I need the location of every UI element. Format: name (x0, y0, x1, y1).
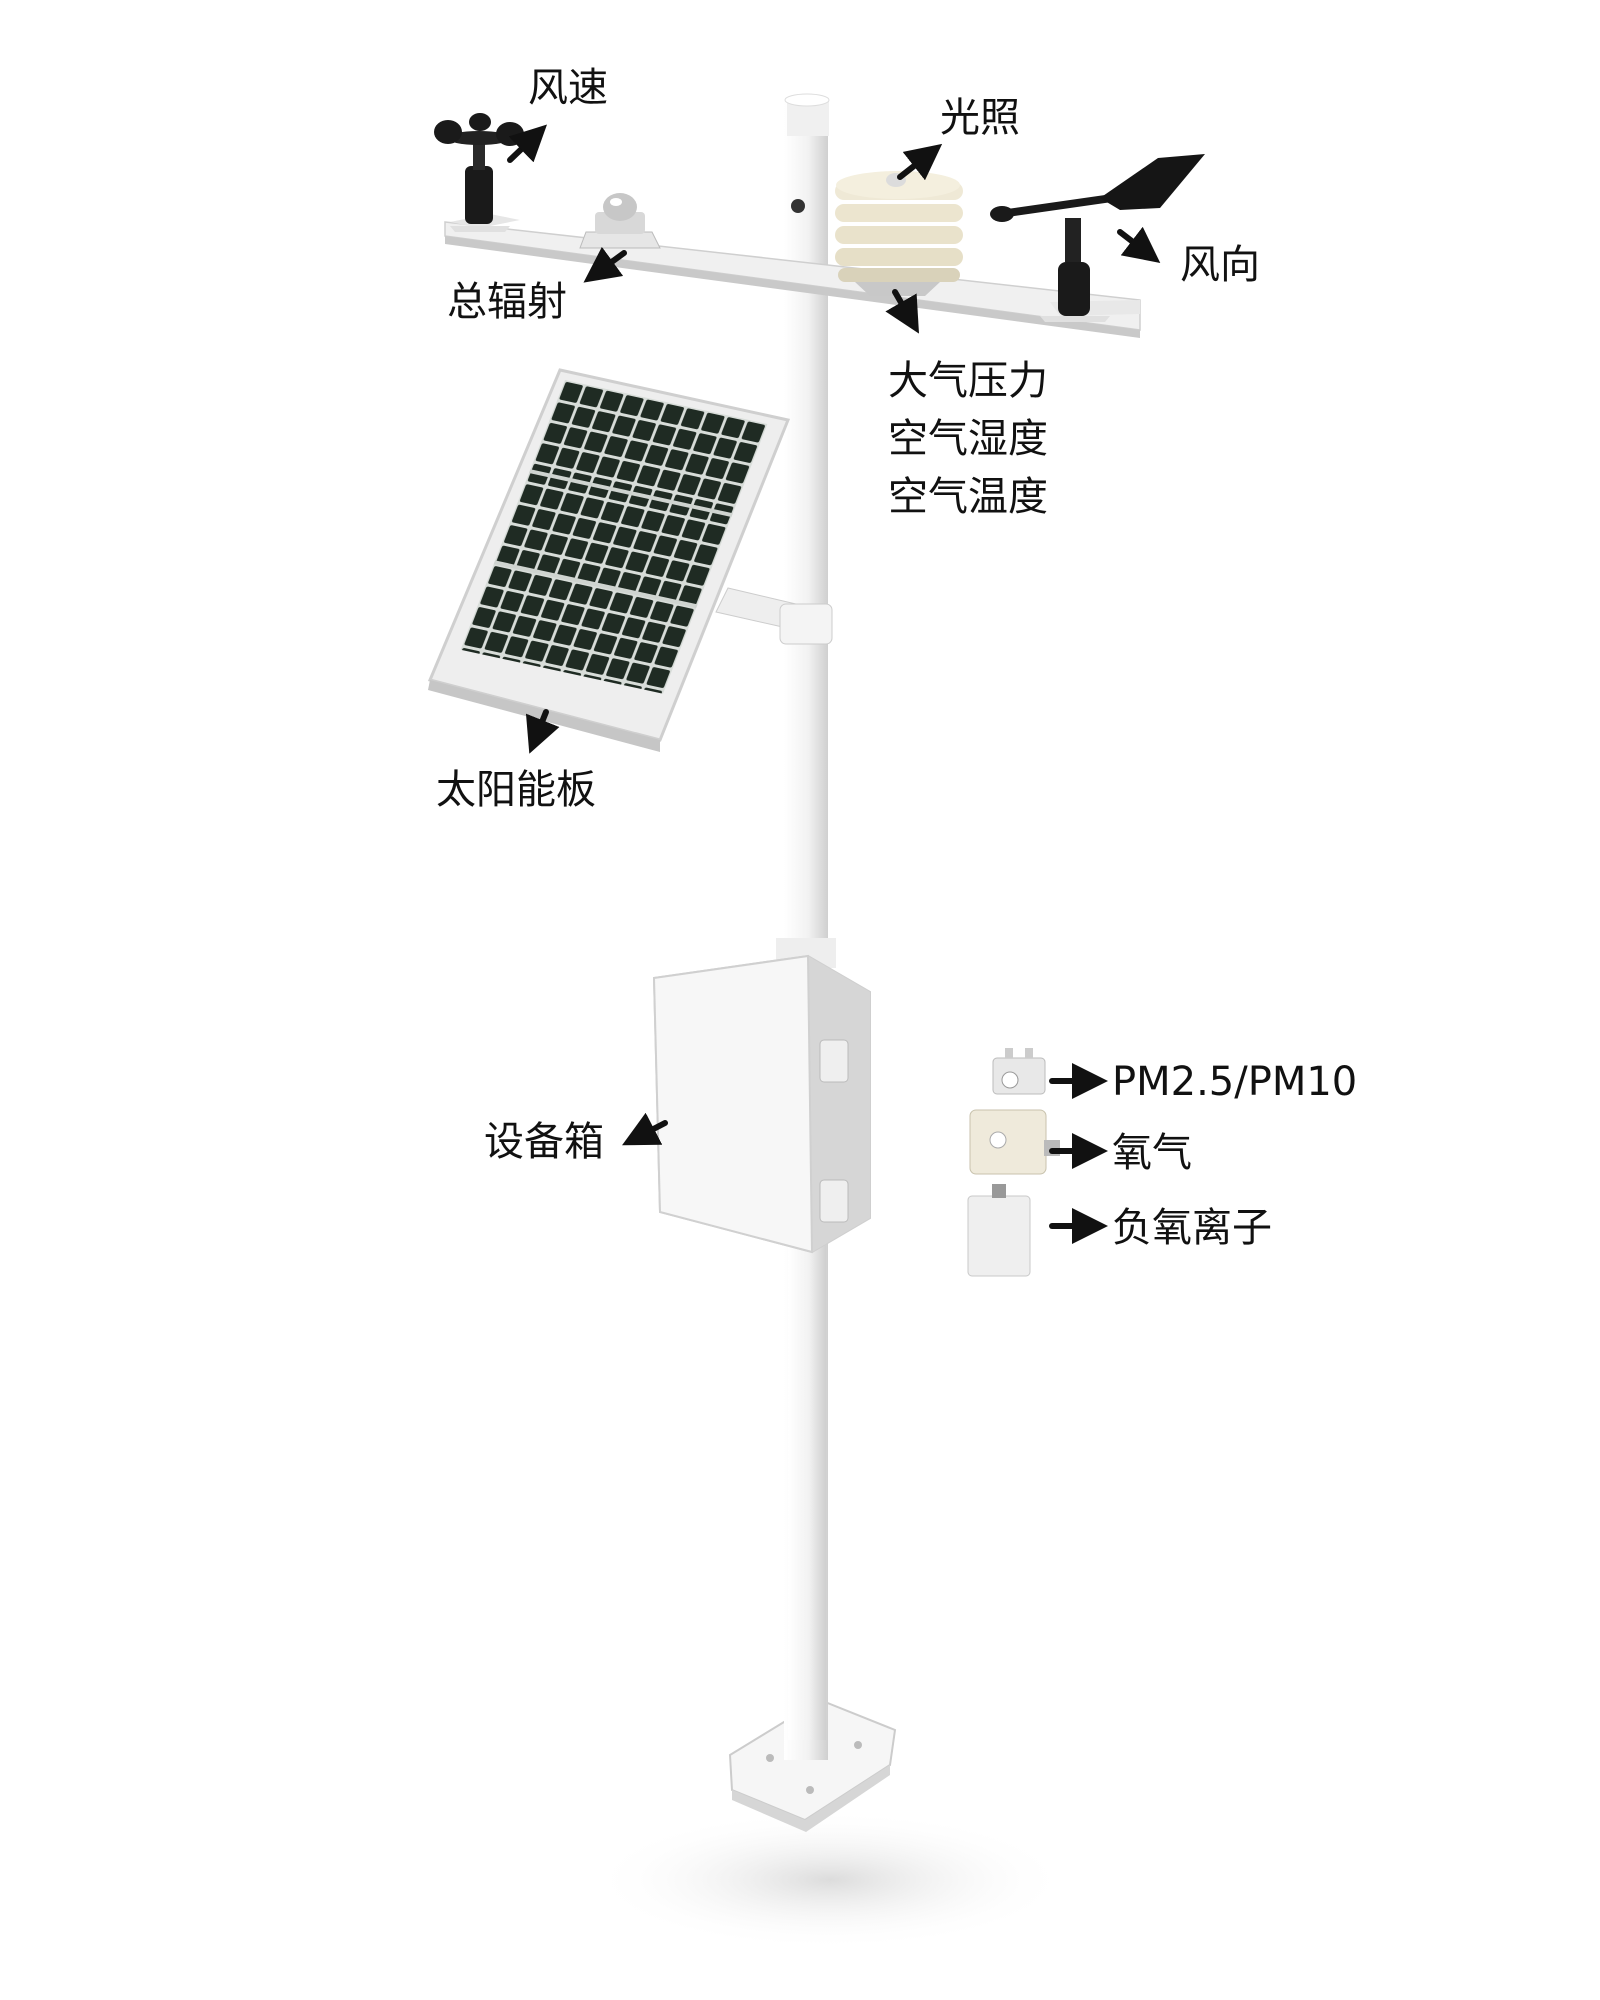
label-wind-direction: 风向 (1180, 242, 1260, 288)
ground-shadow (590, 1810, 1070, 1950)
label-oxygen: 氧气 (1112, 1130, 1192, 1176)
label-total-radiation: 总辐射 (447, 279, 567, 325)
label-wind-speed: 风速 (528, 65, 608, 111)
louvered-shield (835, 171, 963, 296)
main-pole (784, 93, 830, 1760)
label-equipment-box: 设备箱 (484, 1119, 604, 1165)
label-negative-ion: 负氧离子 (1112, 1205, 1272, 1251)
solar-panel (427, 368, 791, 752)
label-illumination: 光照 (940, 95, 1020, 141)
panel-bracket (715, 587, 833, 645)
arrow-wind-direction (1117, 226, 1161, 263)
oxygen-sensor (969, 1109, 1060, 1175)
arrow-equipment-box (622, 1112, 668, 1146)
arrow-pressure-group (885, 289, 919, 334)
radiation-sensor (579, 193, 661, 249)
wind-vane (990, 154, 1205, 322)
arrow-wind-speed (507, 124, 547, 163)
label-air-temperature: 空气温度 (888, 474, 1048, 520)
label-solar-panel: 太阳能板 (436, 767, 596, 813)
label-pressure-group: 大气压力 空气湿度 空气温度 (888, 352, 1048, 526)
label-air-humidity: 空气湿度 (888, 416, 1048, 462)
arrow-illumination (897, 143, 943, 181)
arrow-total-radiation (583, 246, 627, 283)
label-pressure: 大气压力 (888, 358, 1048, 404)
arrow-solar-panel (525, 709, 560, 754)
equipment-box (652, 938, 871, 1254)
negative-ion-sensor (967, 1184, 1031, 1277)
callout-arrows (507, 124, 1161, 1244)
pm-sensor (992, 1048, 1046, 1095)
label-pm: PM2.5/PM10 (1112, 1059, 1358, 1105)
anemometer (434, 113, 524, 232)
